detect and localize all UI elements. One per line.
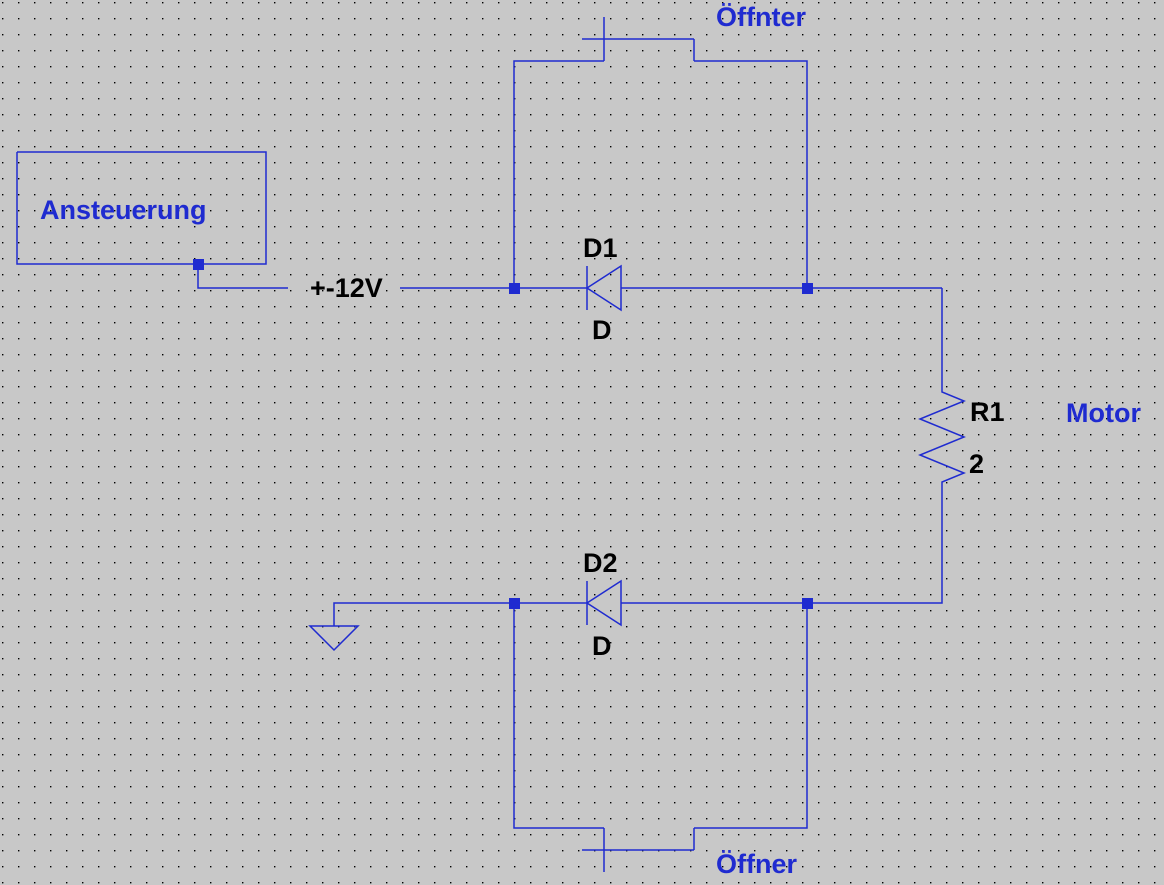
diode-d2-name: D2	[583, 548, 618, 578]
ground-triangle	[308, 625, 360, 652]
resistor-r1[interactable]: R1 2	[918, 386, 1005, 488]
wire-bottom-switch-left[interactable]	[513, 603, 604, 829]
diode-d1[interactable]: D1 D	[583, 233, 622, 345]
junction-bottom-left[interactable]	[509, 598, 520, 609]
wire-control-output[interactable]	[197, 265, 288, 289]
diode-d2-value: D	[592, 631, 612, 661]
switch-top-label: Öffnter	[716, 2, 806, 32]
junction-top-right[interactable]	[802, 283, 813, 294]
wire-top-switch-right[interactable]	[694, 60, 808, 288]
wire-bottom-switch-right[interactable]	[694, 603, 808, 829]
control-block[interactable]: Ansteuerung	[16, 151, 267, 265]
resistor-r1-value: 2	[969, 449, 984, 479]
net-label-supply: +-12V	[310, 273, 383, 303]
switch-top[interactable]	[582, 17, 695, 61]
junction-control-output[interactable]	[193, 259, 204, 270]
motor-label: Motor	[1066, 398, 1141, 428]
wire-top-switch-left[interactable]	[513, 60, 604, 288]
diode-d2[interactable]: D2 D	[583, 548, 622, 661]
junction-top-left[interactable]	[509, 283, 520, 294]
wire-motor-bottom[interactable]	[807, 488, 943, 604]
switch-bottom[interactable]	[582, 828, 695, 872]
ground-symbol[interactable]	[308, 625, 360, 652]
wire-to-ground[interactable]	[333, 602, 514, 626]
control-block-outline	[16, 151, 267, 265]
resistor-r1-zigzag	[918, 386, 966, 488]
switch-bottom-label: Öffner	[716, 849, 797, 879]
resistor-r1-name: R1	[970, 397, 1005, 427]
junction-bottom-right[interactable]	[802, 598, 813, 609]
control-block-label: Ansteuerung	[40, 195, 207, 225]
diode-d1-value: D	[592, 315, 612, 345]
diode-d1-name: D1	[583, 233, 618, 263]
diode-d2-triangle	[585, 579, 622, 627]
